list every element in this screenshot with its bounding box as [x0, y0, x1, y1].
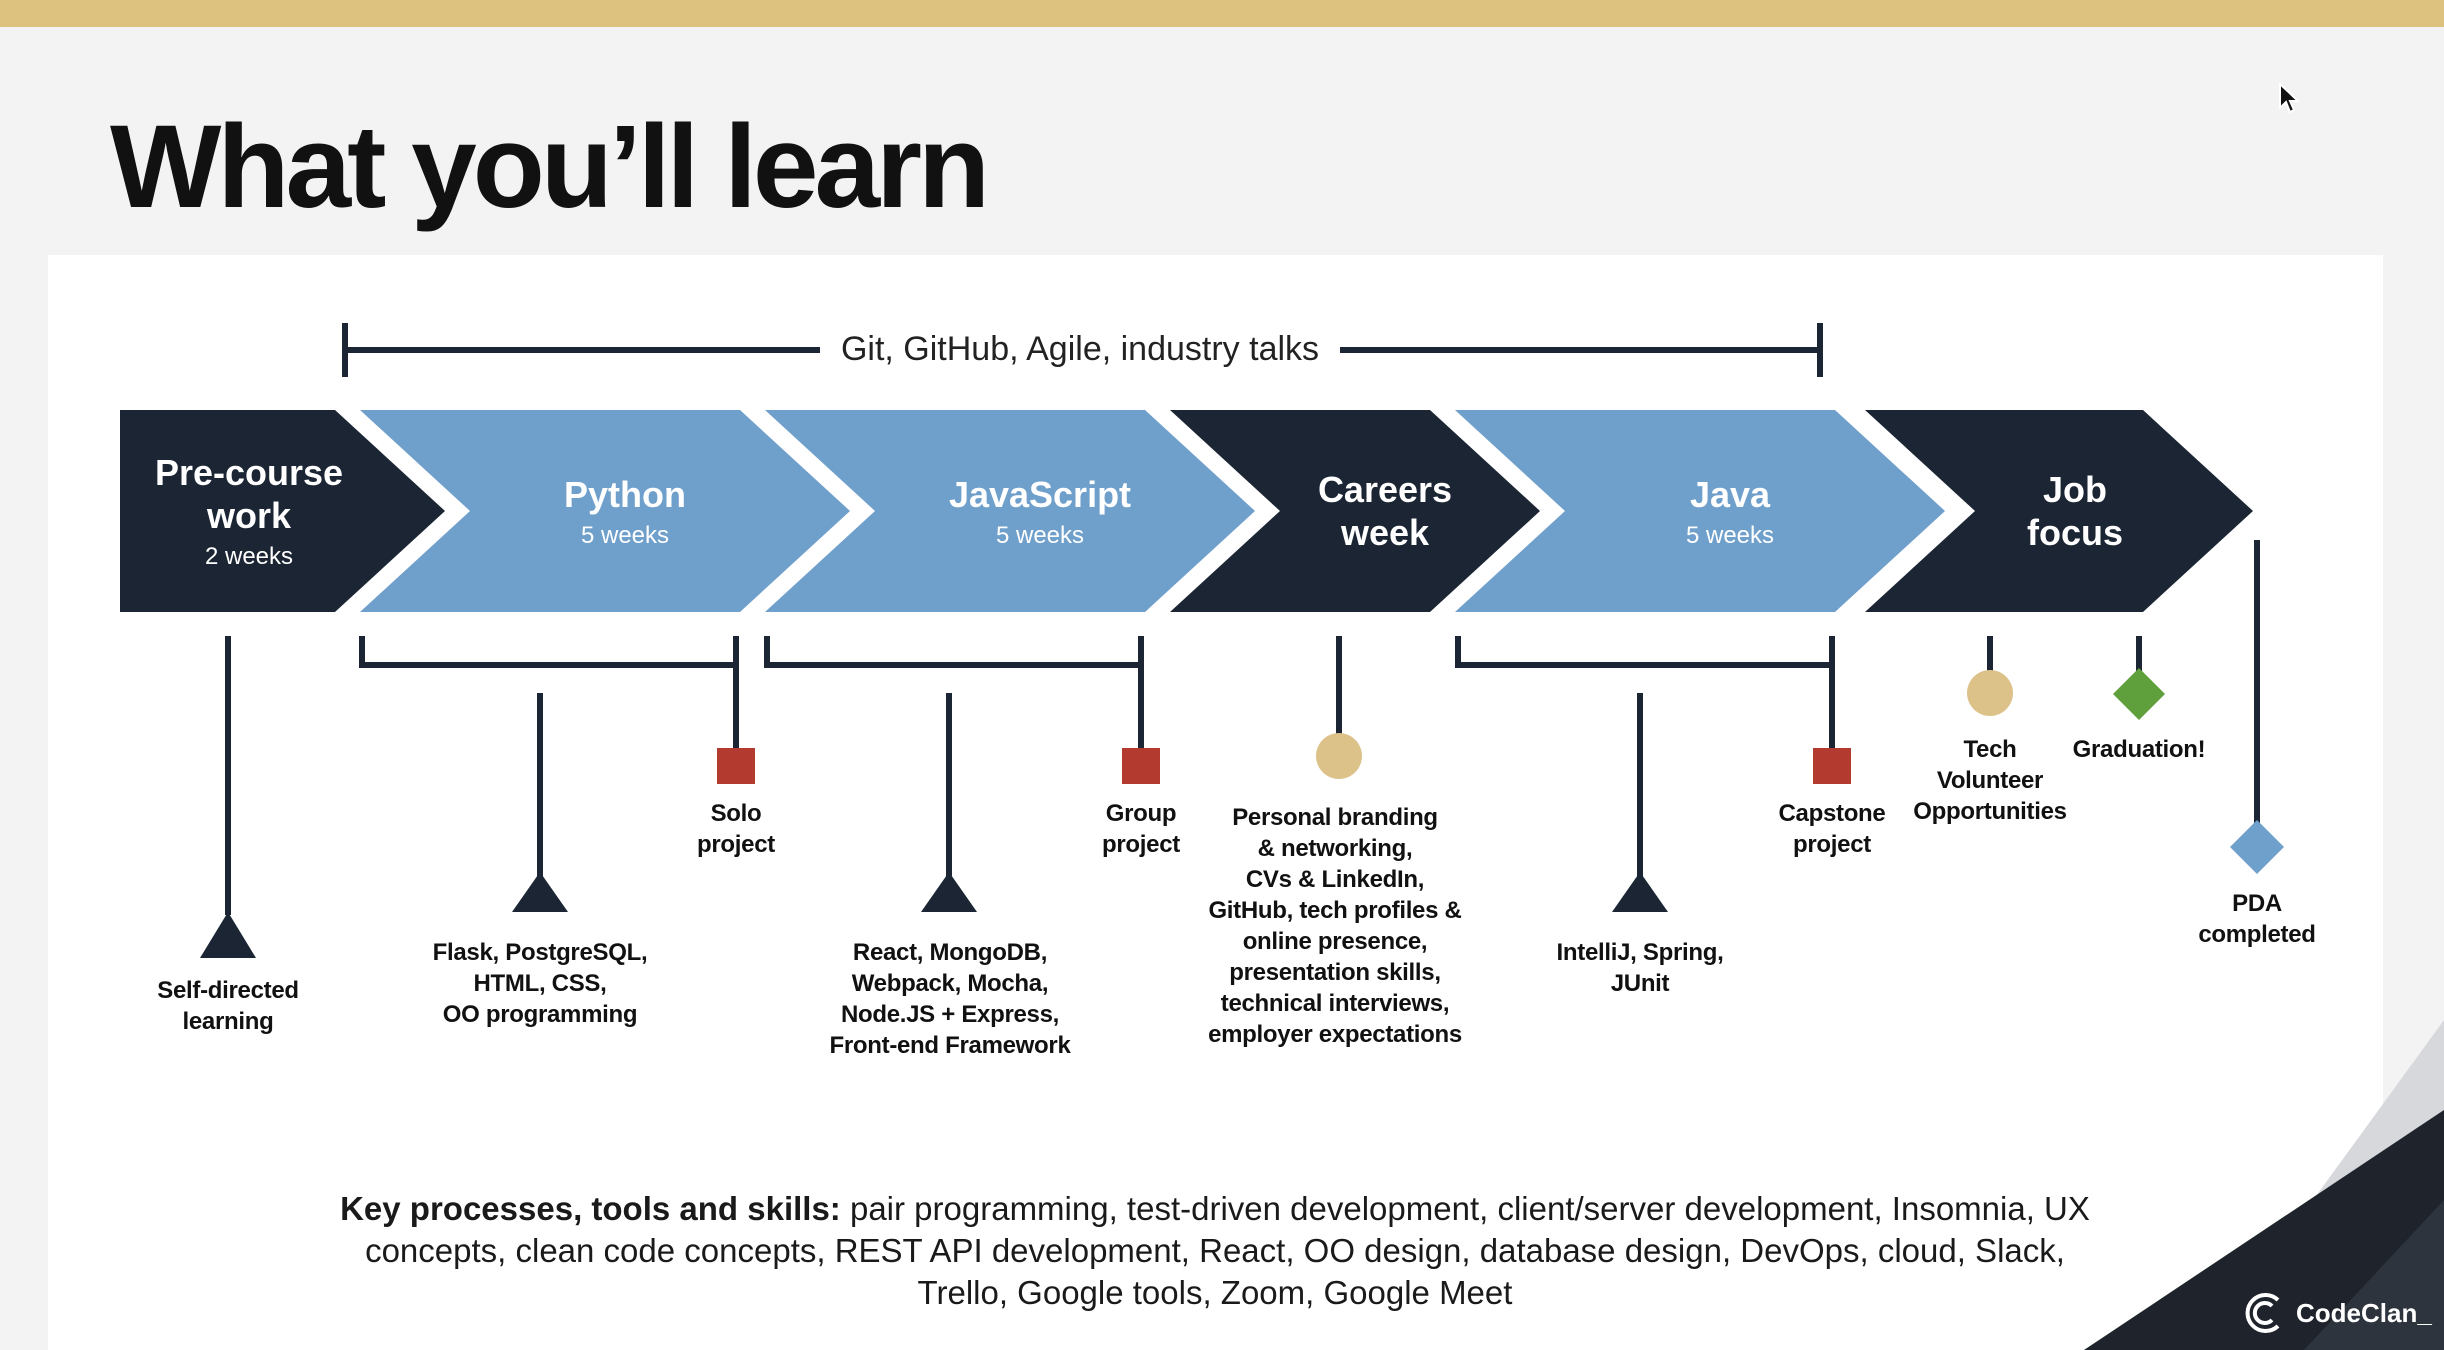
- key-skills-text: Key processes, tools and skills: pair pr…: [330, 1188, 2100, 1314]
- codeclan-logo-icon: [2245, 1293, 2280, 1333]
- label-group-project: Group project: [1102, 800, 1180, 858]
- label-java-topics: IntelliJ, Spring, JUnit: [1556, 939, 1724, 997]
- chevron-careers-week: [1170, 410, 1540, 612]
- label-python-topics: Flask, PostgreSQL, HTML, CSS, OO program…: [432, 939, 648, 1028]
- marker-circle-careers: [1316, 733, 1362, 779]
- marker-diamond-graduation: [2113, 668, 2165, 720]
- stage-duration: 5 weeks: [995, 521, 1085, 549]
- mouse-cursor-icon: [2279, 82, 2300, 114]
- stage-javascript: JavaScript 5 weeks: [880, 410, 1200, 612]
- stage-java: Java 5 weeks: [1570, 410, 1890, 612]
- stage-python: Python 5 weeks: [470, 410, 780, 612]
- marker-square-group-project: [1122, 748, 1160, 784]
- chevron-pre-course: [120, 410, 445, 612]
- marker-circle-tech-volunteer: [1967, 670, 2013, 716]
- stage-duration: 5 weeks: [1685, 521, 1775, 549]
- bracket-label: Git, GitHub, Agile, industry talks: [820, 330, 1340, 369]
- label-js-topics: React, MongoDB, Webpack, Mocha, Node.JS …: [829, 939, 1071, 1059]
- label-solo-project: Solo project: [697, 800, 775, 858]
- stage-name: Job focus: [2026, 469, 2123, 553]
- label-graduation: Graduation!: [2072, 736, 2206, 763]
- label-self-directed-learning: Self-directed learning: [157, 977, 299, 1035]
- stage-job-focus: Job focus: [1960, 410, 2190, 612]
- key-skills-list: pair programming, test-driven developmen…: [365, 1190, 2090, 1311]
- stage-duration: 5 weeks: [580, 521, 670, 549]
- slide-title: What you’ll learn: [110, 101, 990, 233]
- corner-decoration: [2084, 1020, 2444, 1350]
- js-span-bracket: [764, 636, 1144, 668]
- stage-duration: 2 weeks: [204, 543, 294, 570]
- stage-name: Careers week: [1317, 469, 1453, 553]
- java-span-bracket: [1455, 636, 1835, 668]
- stage-careers-week: Careers week: [1250, 410, 1520, 612]
- marker-triangle-pre-course: [200, 912, 256, 958]
- chevron-job-focus: [1865, 410, 2253, 612]
- stage-name: Pre-course work: [154, 452, 344, 536]
- chevron-javascript: [765, 410, 1255, 612]
- stage-name: Python: [564, 473, 686, 515]
- label-tech-volunteer: Tech Volunteer Opportunities: [1913, 736, 2067, 825]
- label-careers-topics: Personal branding & networking, CVs & Li…: [1208, 804, 1462, 1048]
- brand-name: CodeClan_: [2296, 1297, 2432, 1328]
- marker-square-solo-project: [717, 748, 755, 784]
- marker-triangle-java: [1612, 872, 1668, 912]
- stage-pre-course: Pre-course work 2 weeks: [120, 410, 378, 612]
- marker-diamond-pda: [2230, 820, 2284, 874]
- stage-name: JavaScript: [948, 473, 1132, 515]
- stage-name: Java: [1689, 473, 1771, 515]
- marker-square-capstone-project: [1813, 748, 1851, 784]
- key-skills-heading: Key processes, tools and skills:: [340, 1190, 841, 1227]
- label-pda-completed: PDA completed: [2198, 890, 2316, 948]
- chevron-python: [360, 410, 850, 612]
- label-capstone-project: Capstone project: [1778, 800, 1886, 858]
- marker-triangle-python: [512, 872, 568, 912]
- codeclan-logo: CodeClan_: [2238, 1288, 2432, 1338]
- marker-triangle-javascript: [921, 872, 977, 912]
- top-accent-bar: [0, 0, 2444, 27]
- chevron-java: [1455, 410, 1945, 612]
- python-span-bracket: [359, 636, 739, 668]
